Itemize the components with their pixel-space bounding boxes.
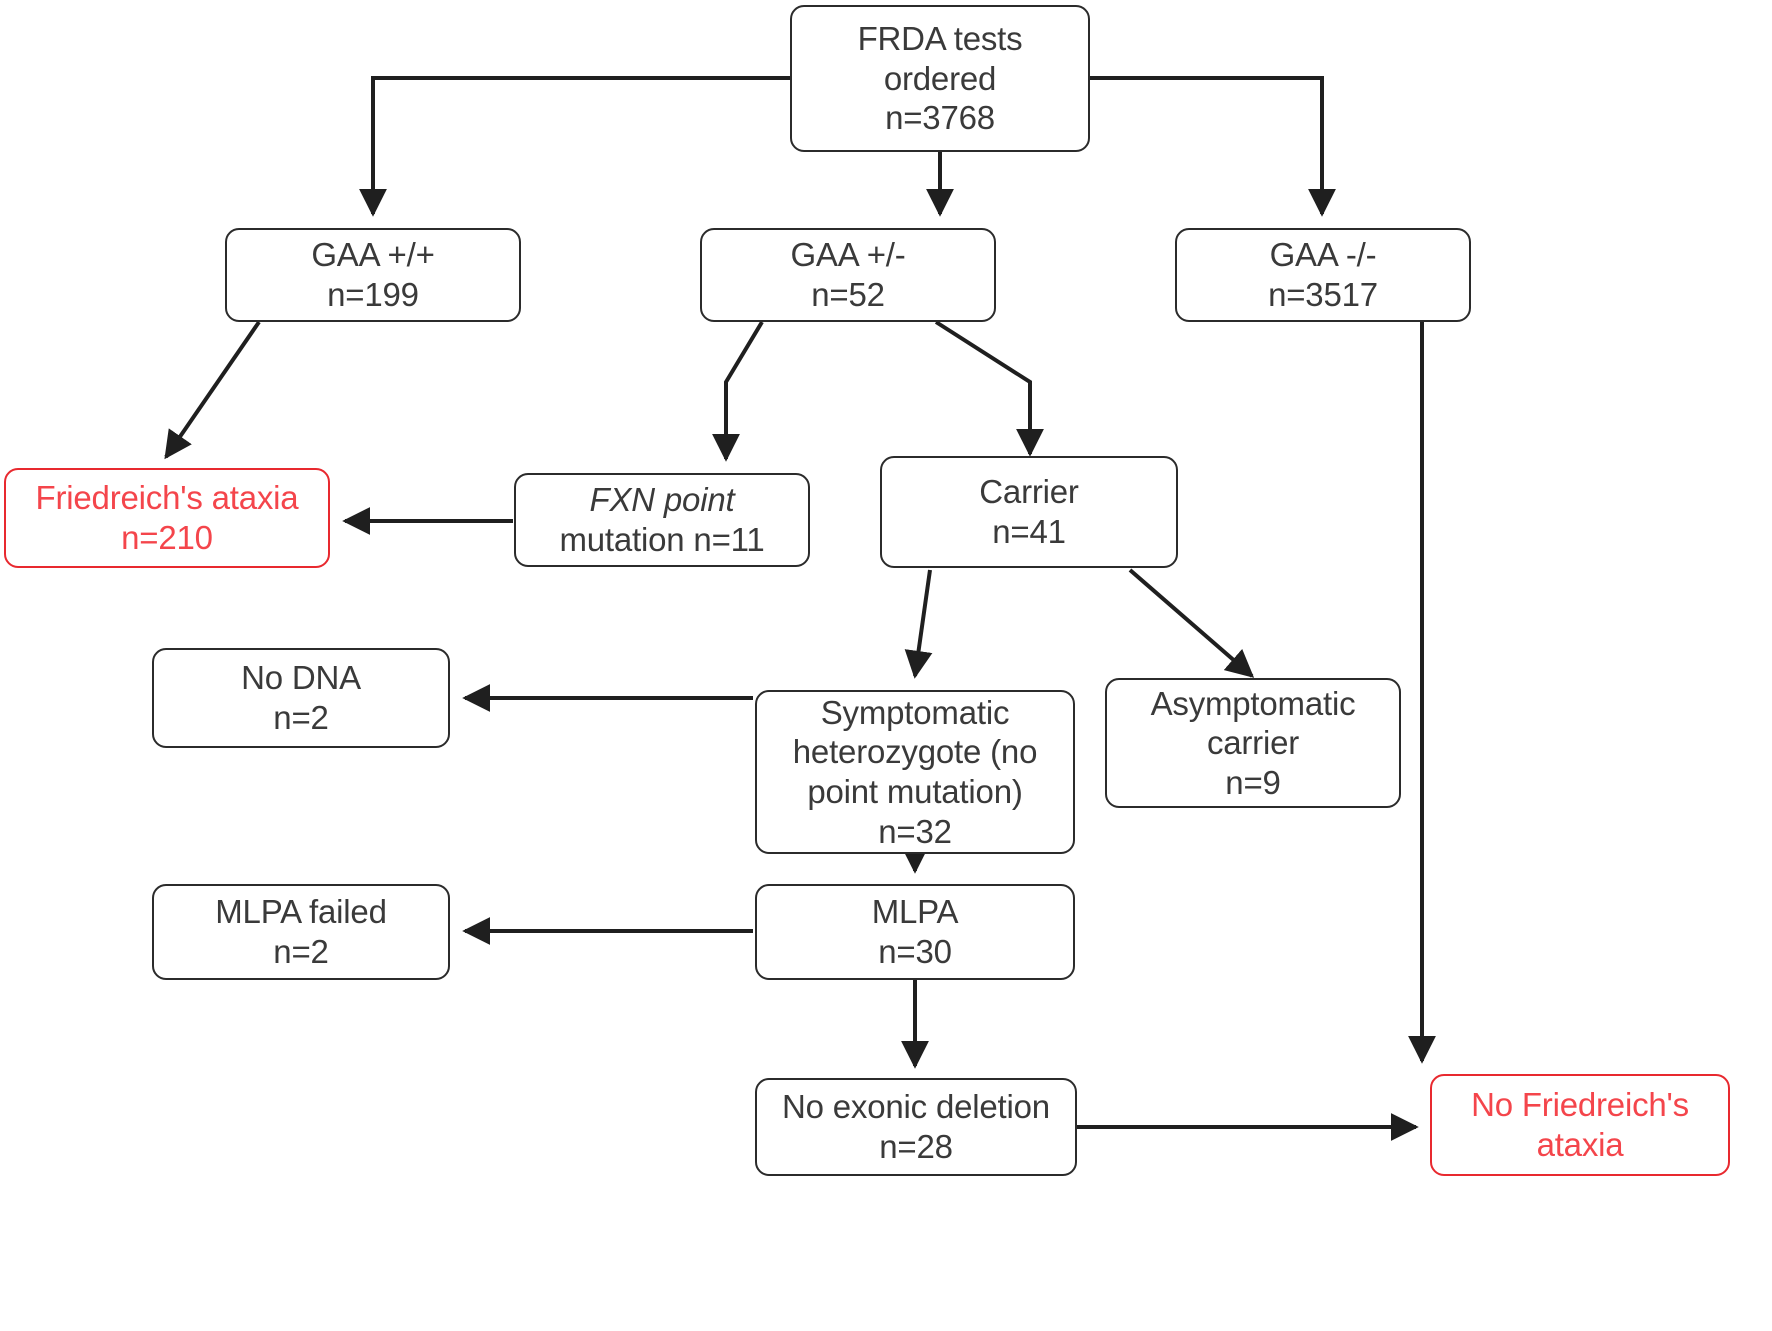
node-line: n=52 [811,276,885,313]
gaa-minus-minus-node[interactable]: GAA -/- n=3517 [1175,228,1471,322]
edge-frda-to-gaa-minus-minus [1090,76,1336,217]
node-line: n=210 [121,519,213,556]
node-line: GAA -/- [1269,236,1377,274]
frda-tests-ordered-node[interactable]: FRDA tests ordered n=3768 [790,5,1090,152]
node-line: MLPA failed [215,893,387,931]
node-line: Symptomatic [820,693,1010,731]
gaa-plus-plus-node[interactable]: GAA +/+ n=199 [225,228,521,322]
mlpa-node[interactable]: MLPA n=30 [755,884,1075,980]
node-line: n=199 [327,276,419,313]
edge-gaa-plus-minus-to-carrier [934,320,1044,457]
no-exonic-deletion-node[interactable]: No exonic deletion n=28 [755,1078,1077,1176]
node-line: Friedreich's ataxia [35,479,299,517]
node-line: GAA +/- [790,236,906,274]
node-line: n=32 [878,812,952,850]
node-line-gene: FXN point [589,481,735,519]
node-line: n=3517 [1268,276,1378,313]
node-line: FRDA tests [857,20,1023,58]
fxn-point-mutation-node[interactable]: FXN point mutation n=11 [514,473,810,567]
node-line: GAA +/+ [311,236,435,274]
edge-carrier-to-asymptomatic [1128,568,1255,678]
edge-frda-to-gaa-plus-plus [359,76,790,217]
node-line: MLPA [871,893,959,931]
no-friedreichs-ataxia-node[interactable]: No Friedreich's ataxia [1430,1074,1730,1176]
node-line: n=9 [1225,763,1281,801]
mlpa-failed-node[interactable]: MLPA failed n=2 [152,884,450,980]
asymptomatic-carrier-node[interactable]: Asymptomatic carrier n=9 [1105,678,1401,808]
friedreichs-ataxia-node[interactable]: Friedreich's ataxia n=210 [4,468,330,568]
node-line: n=2 [273,933,329,970]
node-line: ataxia [1536,1126,1624,1163]
node-line: n=30 [878,933,952,970]
node-line: mutation n=11 [559,521,765,558]
node-line: ordered [883,59,997,97]
node-line: No DNA [241,659,361,697]
carrier-node[interactable]: Carrier n=41 [880,456,1178,568]
no-dna-node[interactable]: No DNA n=2 [152,648,450,748]
edge-carrier-to-symptomatic [904,569,933,679]
gaa-plus-minus-node[interactable]: GAA +/- n=52 [700,228,996,322]
node-line: No Friedreich's [1471,1086,1689,1124]
node-line: heterozygote (no [792,733,1038,771]
node-line: n=3768 [885,99,995,137]
node-line: No exonic deletion [782,1088,1050,1126]
symptomatic-heterozygote-node[interactable]: Symptomatic heterozygote (no point mutat… [755,690,1075,854]
node-line: Carrier [979,473,1079,511]
node-line: point mutation) [807,773,1023,810]
node-line: n=41 [992,513,1066,550]
node-line: n=2 [273,699,329,736]
node-line: Asymptomatic [1150,684,1356,722]
node-line: carrier [1206,724,1300,762]
edge-gaa-plus-plus-to-friedreichs [164,320,261,460]
node-line: n=28 [879,1128,953,1165]
edge-gaa-plus-minus-to-fxn [712,320,764,462]
